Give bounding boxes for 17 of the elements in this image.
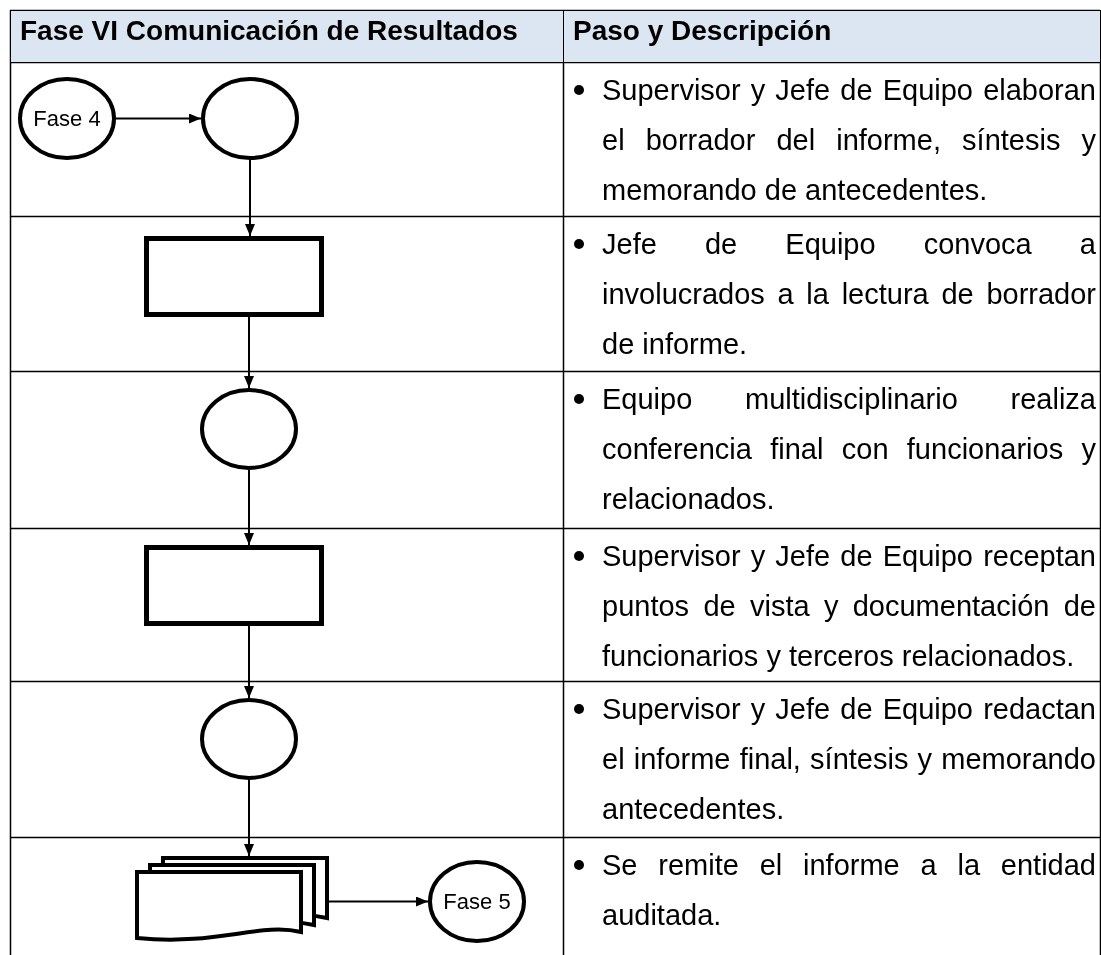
step-description: Supervisor y Jefe de Equipo receptan puntos de vista y documentación de funcionarios y terceros relacionados. (602, 539, 1096, 674)
header-cell: Paso y Descripción (564, 11, 1100, 62)
arrow (115, 113, 202, 124)
header-cell: Fase VI Comunicación de Resultados (11, 11, 563, 62)
arrow (244, 779, 254, 857)
step-description: Supervisor y Jefe de Equipo redactan el informe final, síntesis y memorando antecedentes. (602, 692, 1096, 827)
step-description: Supervisor y Jefe de Equipo elaboran el borrador del informe, síntesis y memorando de antecedentes. (602, 73, 1096, 208)
arrow (245, 159, 255, 237)
step-description: Jefe de Equipo convoca a involucrados a la lectura de borrador de informe. (602, 227, 1096, 362)
node-label: Fase 5 (443, 888, 511, 915)
arrow (328, 896, 429, 907)
node-label: Fase 4 (33, 105, 101, 132)
arrow (244, 316, 254, 389)
arrow (244, 625, 254, 699)
step-description: Se remite el informe a la entidad auditada. (602, 848, 1096, 933)
step-description: Equipo multidisciplinario realiza conferencia final con funcionarios y relacionados. (602, 382, 1096, 517)
arrow (244, 469, 254, 546)
